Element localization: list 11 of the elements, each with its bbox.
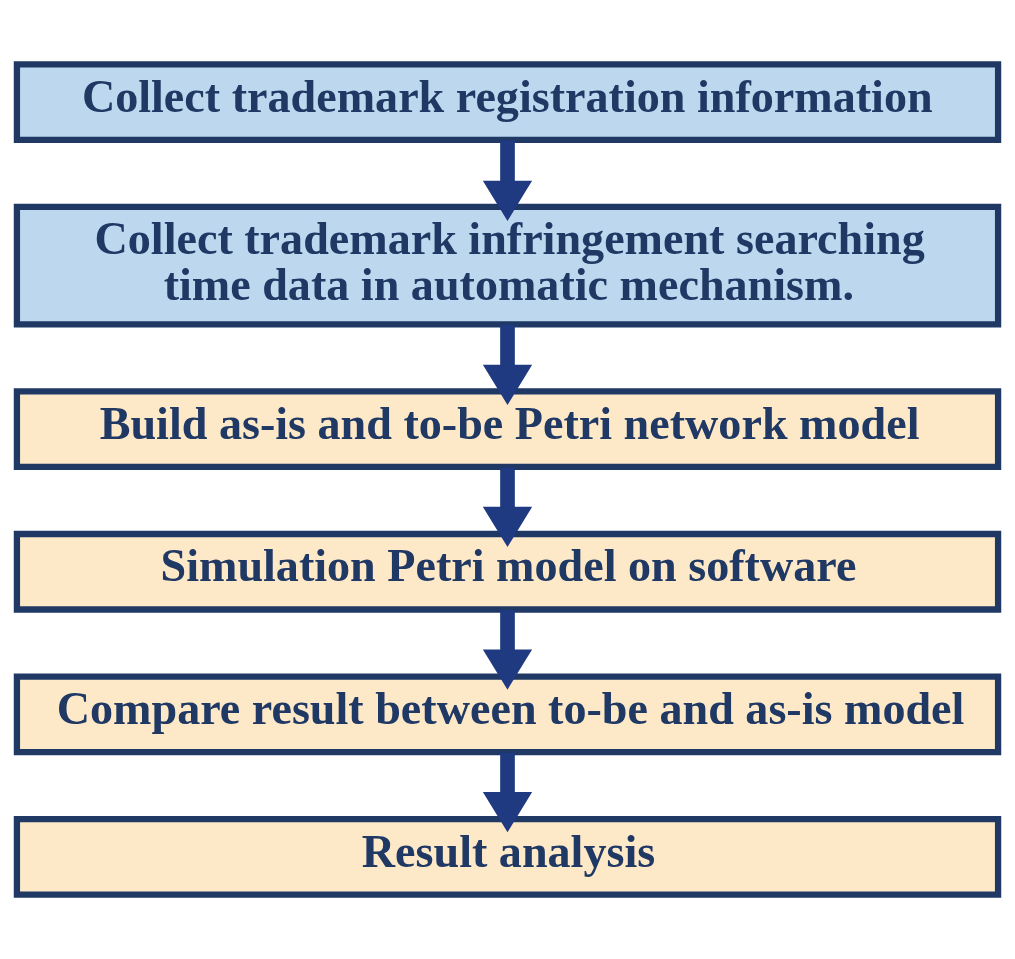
node-box: Compare result between to-be and as-is model [13,673,1002,756]
arrow [482,324,533,406]
node-box: Simulation Petri model on software [13,530,1002,613]
node-box: Collect trademark infringement searching time data in automatic mechanism. [13,203,1002,328]
arrow [482,752,533,833]
node-box: Result analysis [13,816,1002,898]
node-box: Collect trademark registration information [13,61,1002,143]
arrow [482,610,533,690]
arrow [482,140,533,221]
arrow [482,467,533,548]
node-box: Build as-is and to-be Petri network model [13,388,1002,471]
